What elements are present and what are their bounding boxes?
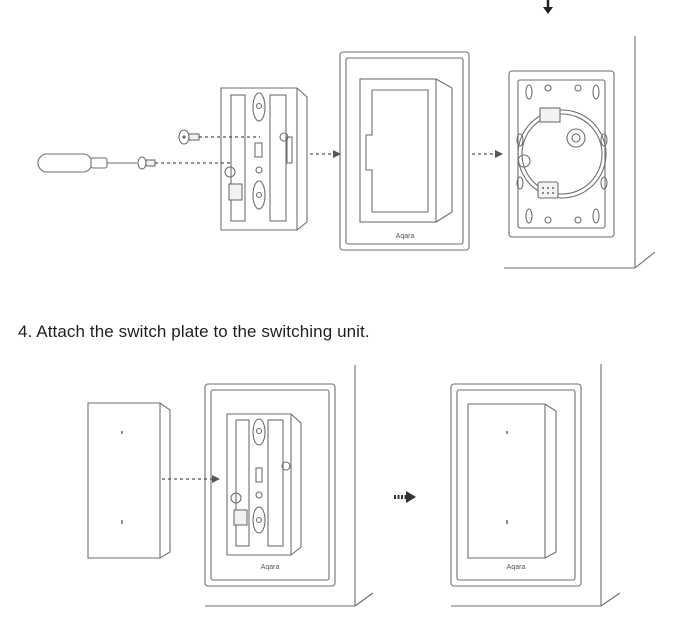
switching-unit-top (220, 87, 308, 231)
right-arrow-icon (394, 491, 416, 503)
wall-bottom-left (205, 365, 374, 607)
wall-top (504, 36, 656, 269)
assembled-switch: Aqara (450, 383, 582, 587)
frame-brand-label: Aqara (507, 564, 526, 571)
mounting-bracket (508, 70, 615, 238)
switch-plate (87, 402, 171, 559)
screw-icon (178, 129, 200, 145)
frame-with-module: Aqara (204, 383, 336, 587)
switch-frame-top: Aqara (339, 51, 470, 251)
step-4-heading: 4. Attach the switch plate to the switch… (18, 322, 370, 341)
wall-bottom-right (451, 364, 621, 607)
frame-brand-label: Aqara (261, 564, 280, 571)
frame-brand-label: Aqara (396, 233, 415, 240)
screw-icon (137, 156, 156, 170)
right-arrow-icon (212, 475, 220, 483)
down-arrow-icon (543, 0, 553, 14)
screwdriver-icon (37, 153, 137, 173)
right-arrow-icon (495, 150, 503, 158)
right-arrow-icon (333, 150, 341, 158)
